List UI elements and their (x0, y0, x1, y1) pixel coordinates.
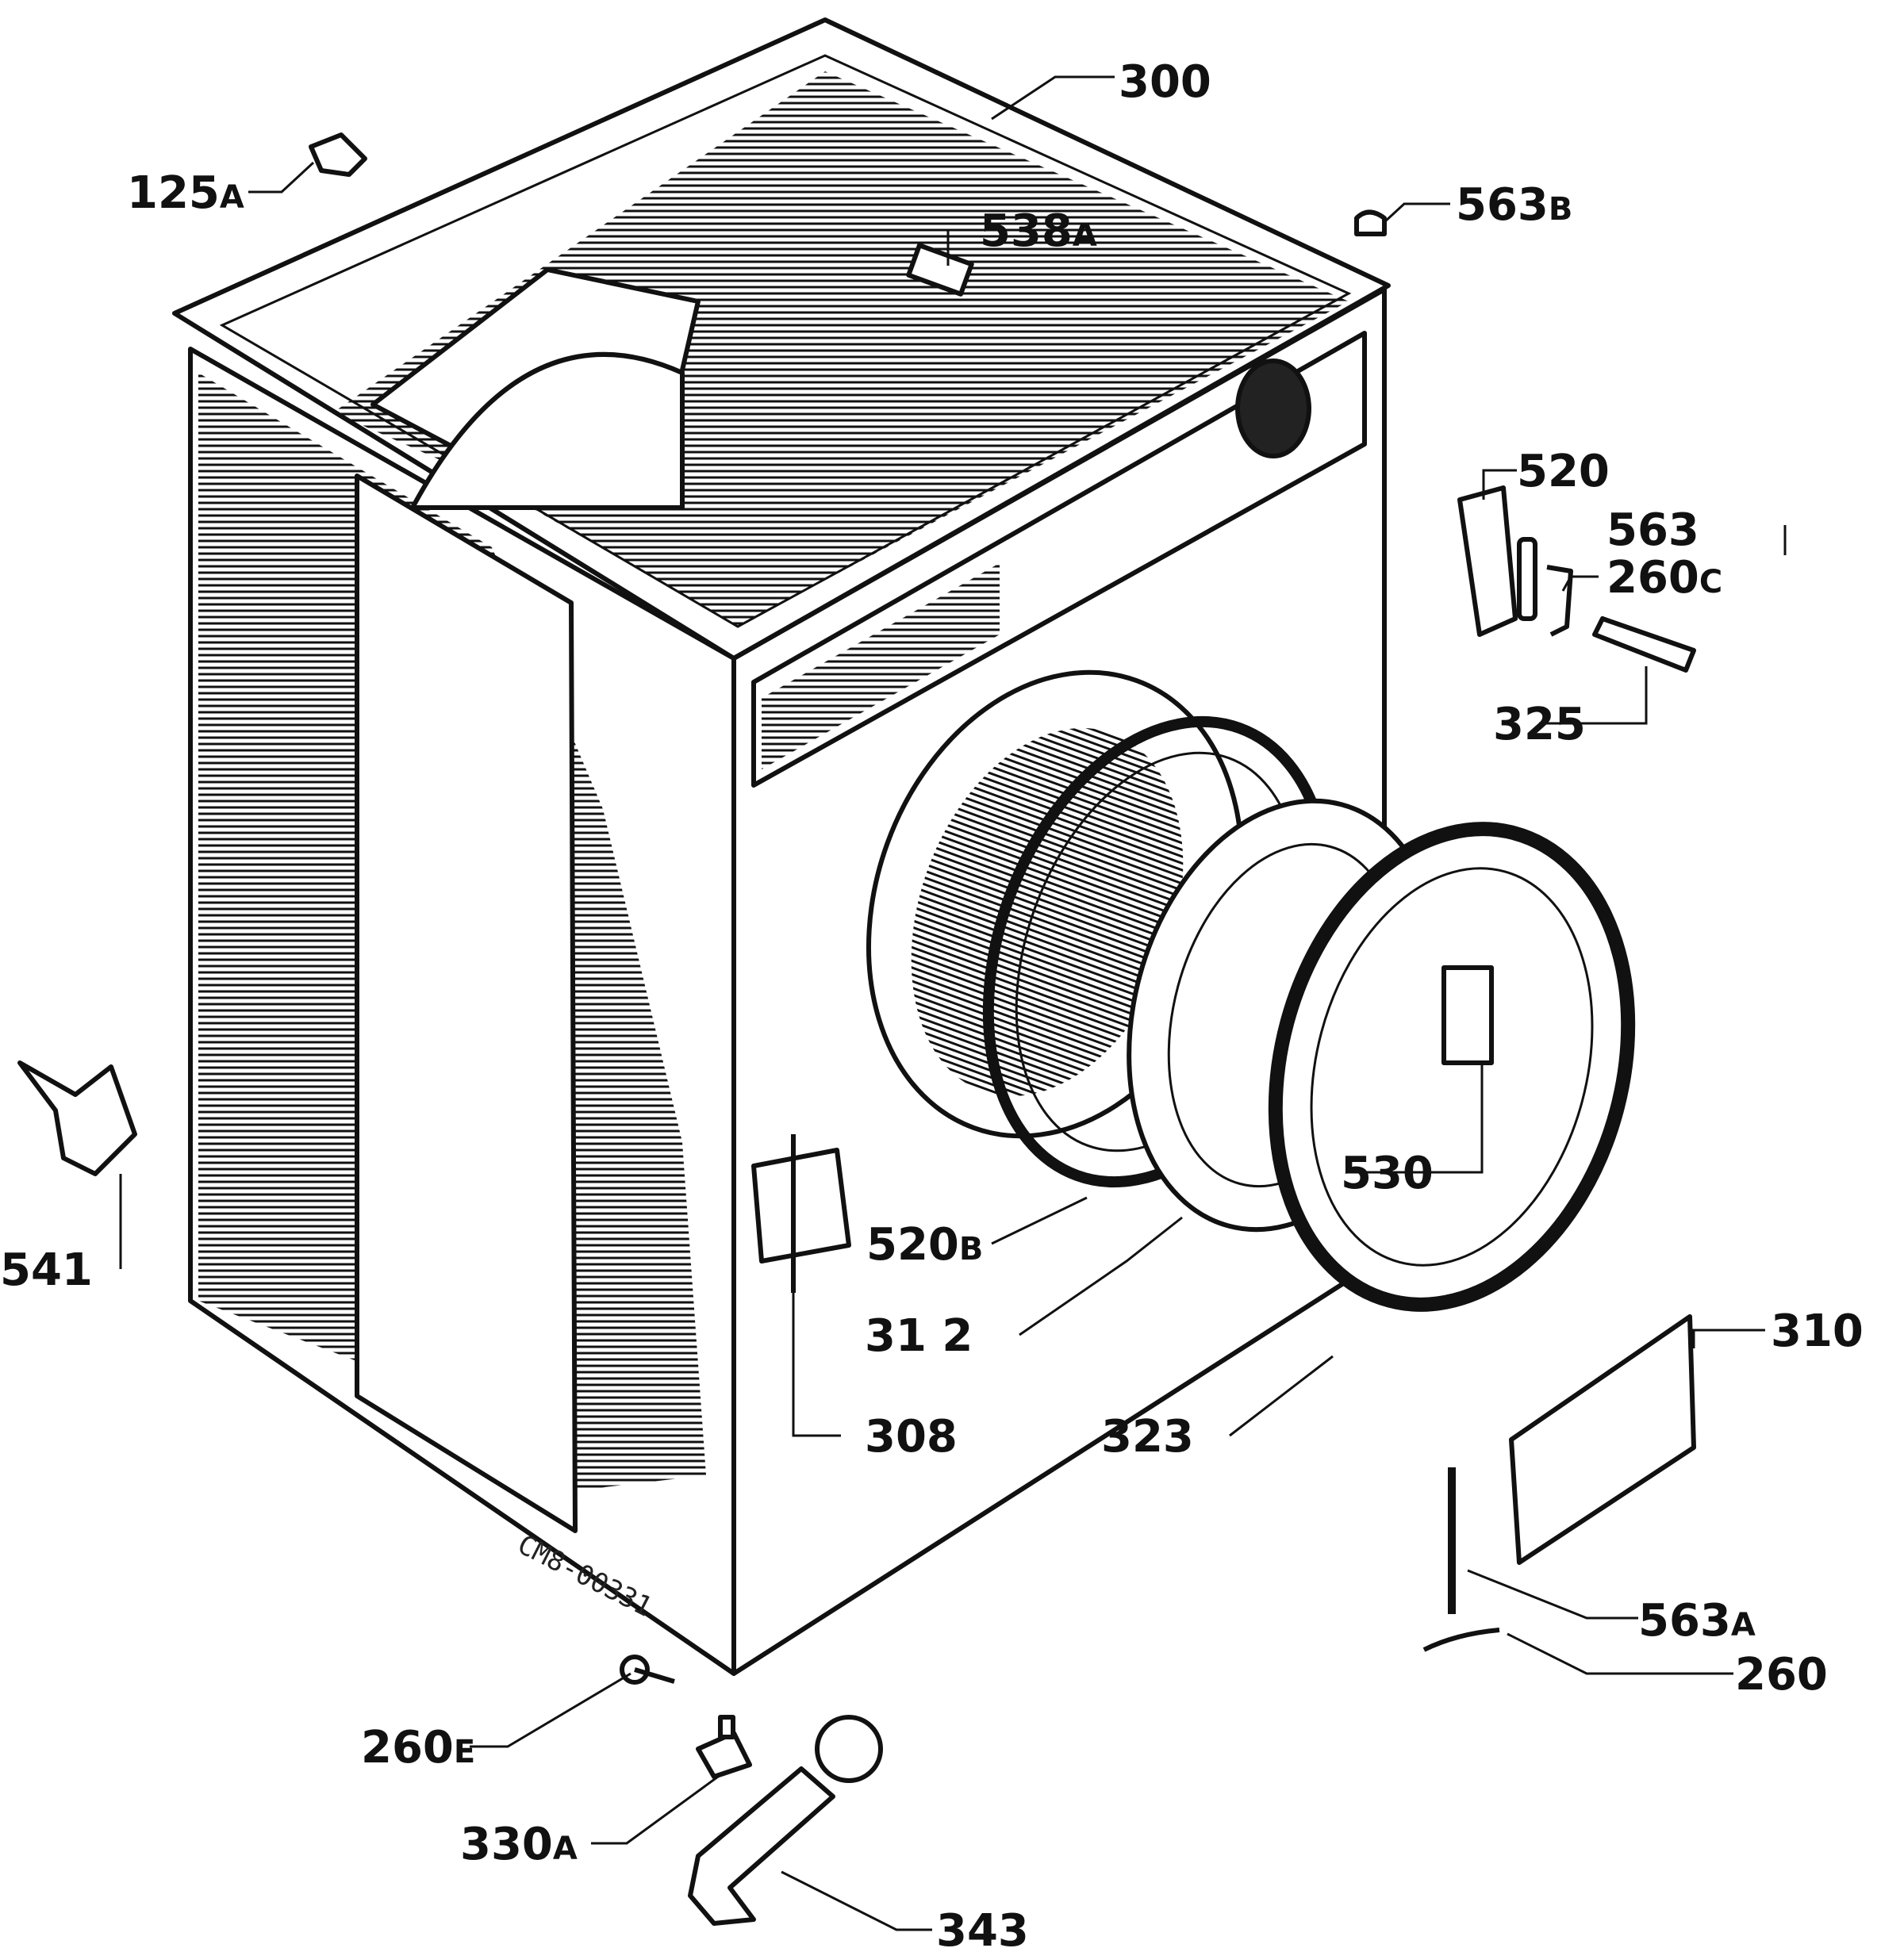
callout-325: 325 (1493, 699, 1586, 750)
callout-520: 520 (1517, 446, 1610, 497)
door-catch-520 (1457, 485, 1518, 637)
callout-312: 31 2 (865, 1310, 973, 1362)
callout-260e: 260E (361, 1722, 475, 1774)
cabinet-body (172, 17, 1391, 1676)
callout-125a: 125A (127, 167, 244, 219)
callout-300: 300 (1119, 56, 1211, 108)
callout-260: 260 (1735, 1649, 1828, 1701)
leader-lines (119, 75, 1787, 1931)
spanner-343 (688, 1715, 883, 1926)
callout-323: 323 (1101, 1411, 1194, 1463)
small-part-125a (309, 132, 367, 177)
lever-325 (1592, 616, 1696, 673)
callout-538a: 538A (980, 205, 1097, 257)
door-hinge-308 (751, 1134, 851, 1293)
callout-563: 563 (1606, 504, 1699, 556)
pin-563 (1517, 537, 1537, 621)
callout-310: 310 (1771, 1306, 1864, 1357)
clip-260e (620, 1655, 675, 1685)
valve-541 (17, 1060, 137, 1176)
callout-343: 343 (936, 1905, 1029, 1948)
door-ring (1268, 822, 1636, 1312)
foot-330a (696, 1715, 752, 1779)
callout-563a: 563A (1638, 1595, 1756, 1647)
small-part-538a (906, 243, 974, 297)
callout-541: 541 (0, 1244, 93, 1296)
spring-260 (1422, 1628, 1500, 1652)
callout-labels: 300 125A 538A 563B 520 563 260C 325 530 … (0, 56, 1864, 1948)
small-part-563b (1354, 209, 1387, 236)
callout-330a: 330A (460, 1819, 578, 1870)
callout-563b: 563B (1456, 179, 1572, 231)
callout-308: 308 (865, 1411, 958, 1463)
callout-520b: 520B (866, 1219, 983, 1271)
clip-260c (1546, 565, 1573, 637)
callout-530: 530 (1341, 1148, 1434, 1199)
callout-260c: 260C (1606, 552, 1722, 604)
filter-cover-310 (1509, 1314, 1696, 1565)
